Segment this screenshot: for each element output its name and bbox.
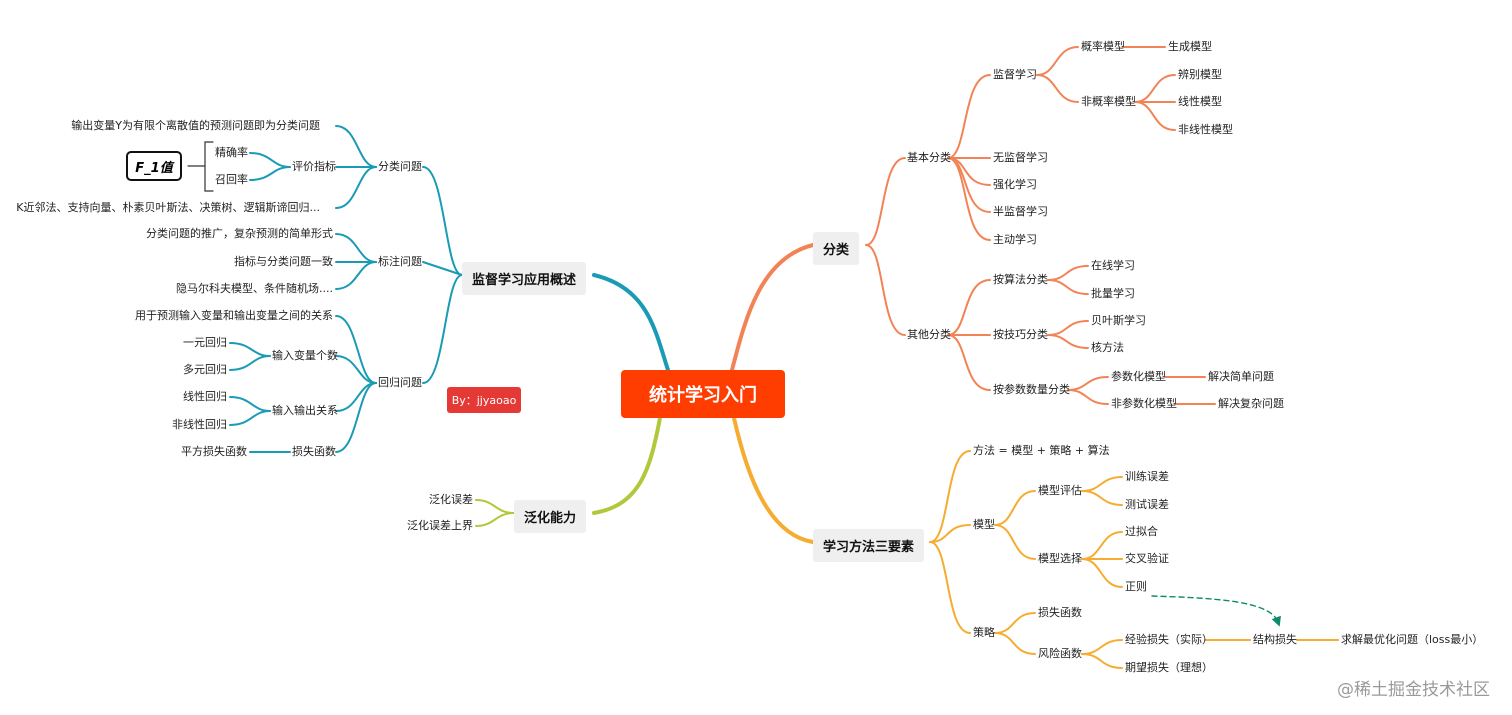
basic-classification-node[interactable]: 基本分类: [907, 151, 951, 164]
univariate-regression[interactable]: 一元回归: [183, 336, 227, 349]
model-selection-node[interactable]: 模型选择: [1038, 552, 1082, 565]
generative-model[interactable]: 生成模型: [1168, 40, 1212, 53]
probabilistic-model-node[interactable]: 概率模型: [1081, 40, 1125, 53]
bayesian-learning[interactable]: 贝叶斯学习: [1091, 314, 1146, 327]
classification-node[interactable]: 分类: [813, 232, 860, 265]
empirical-loss[interactable]: 经验损失（实际）: [1125, 633, 1213, 646]
generalization-error-bound[interactable]: 泛化误差上界: [407, 519, 473, 532]
model-evaluation-node[interactable]: 模型评估: [1038, 484, 1082, 497]
strategy-node[interactable]: 策略: [973, 626, 995, 639]
reinforcement-learning[interactable]: 强化学习: [993, 178, 1037, 191]
supervised-overview-node[interactable]: 监督学习应用概述: [462, 262, 587, 295]
parametric-model-desc[interactable]: 解决简单问题: [1208, 370, 1274, 383]
recall-node[interactable]: 召回率: [215, 173, 248, 186]
linear-regression[interactable]: 线性回归: [183, 390, 227, 403]
tagging-item[interactable]: 分类问题的推广，复杂预测的简单形式: [146, 227, 333, 240]
regularization[interactable]: 正则: [1125, 580, 1147, 593]
io-relation-node[interactable]: 输入输出关系: [272, 404, 338, 417]
supervised-learning-node[interactable]: 监督学习: [993, 68, 1037, 81]
learning-methods-node[interactable]: 学习方法三要素: [813, 529, 925, 562]
precision-node[interactable]: 精确率: [215, 146, 248, 159]
loss-function-node[interactable]: 损失函数: [292, 445, 336, 458]
f1-score-node[interactable]: F_1值: [126, 151, 182, 181]
by-algorithm-node[interactable]: 按算法分类: [993, 273, 1048, 286]
parametric-model-node[interactable]: 参数化模型: [1111, 370, 1166, 383]
tagging-item[interactable]: 隐马尔科夫模型、条件随机场....: [176, 282, 333, 295]
generalization-error[interactable]: 泛化误差: [429, 493, 473, 506]
test-error[interactable]: 测试误差: [1125, 498, 1169, 511]
by-technique-node[interactable]: 按技巧分类: [993, 328, 1048, 341]
tagging-problem-node[interactable]: 标注问题: [378, 255, 422, 268]
risk-function-node[interactable]: 风险函数: [1038, 647, 1082, 660]
by-params-node[interactable]: 按参数数量分类: [993, 383, 1070, 396]
central-topic[interactable]: 统计学习入门: [621, 370, 785, 418]
generalization-node[interactable]: 泛化能力: [514, 500, 587, 533]
method-formula[interactable]: 方法 = 模型 + 策略 + 算法: [973, 444, 1110, 457]
regression-problem-node[interactable]: 回归问题: [378, 376, 422, 389]
evaluation-metrics-node[interactable]: 评价指标: [292, 160, 336, 173]
nonparametric-model-node[interactable]: 非参数化模型: [1111, 397, 1177, 410]
unsupervised-learning[interactable]: 无监督学习: [993, 151, 1048, 164]
regression-purpose[interactable]: 用于预测输入变量和输出变量之间的关系: [135, 309, 333, 322]
discriminative-model[interactable]: 辨别模型: [1178, 68, 1222, 81]
model-node[interactable]: 模型: [973, 518, 995, 531]
cross-validation[interactable]: 交叉验证: [1125, 552, 1169, 565]
nonparametric-model-desc[interactable]: 解决复杂问题: [1218, 397, 1284, 410]
optimization-goal[interactable]: 求解最优化问题（loss最小）: [1341, 633, 1484, 646]
online-learning[interactable]: 在线学习: [1091, 259, 1135, 272]
watermark: @稀土掘金技术社区: [1337, 680, 1490, 700]
expected-loss[interactable]: 期望损失（理想）: [1125, 661, 1213, 674]
nonlinear-model[interactable]: 非线性模型: [1178, 123, 1233, 136]
overfitting[interactable]: 过拟合: [1125, 525, 1158, 538]
batch-learning[interactable]: 批量学习: [1091, 287, 1135, 300]
structural-loss[interactable]: 结构损失: [1253, 633, 1297, 646]
other-classification-node[interactable]: 其他分类: [907, 328, 951, 341]
training-error[interactable]: 训练误差: [1125, 470, 1169, 483]
kernel-method[interactable]: 核方法: [1091, 341, 1124, 354]
active-learning[interactable]: 主动学习: [993, 233, 1037, 246]
multivariate-regression[interactable]: 多元回归: [183, 363, 227, 376]
classification-problem-node[interactable]: 分类问题: [378, 160, 422, 173]
classification-definition[interactable]: 输出变量Y为有限个离散值的预测问题即为分类问题: [71, 119, 320, 132]
nonlinear-regression[interactable]: 非线性回归: [172, 418, 227, 431]
input-count-node[interactable]: 输入变量个数: [272, 349, 338, 362]
classification-methods[interactable]: K近邻法、支持向量、朴素贝叶斯法、决策树、逻辑斯谛回归...: [16, 201, 320, 214]
strategy-loss-function[interactable]: 损失函数: [1038, 606, 1082, 619]
non-probabilistic-model-node[interactable]: 非概率模型: [1081, 95, 1136, 108]
semi-supervised-learning[interactable]: 半监督学习: [993, 205, 1048, 218]
squared-loss[interactable]: 平方损失函数: [181, 445, 247, 458]
author-tag: By：jjyaoao: [447, 387, 521, 413]
tagging-item[interactable]: 指标与分类问题一致: [234, 255, 333, 268]
linear-model[interactable]: 线性模型: [1178, 95, 1222, 108]
